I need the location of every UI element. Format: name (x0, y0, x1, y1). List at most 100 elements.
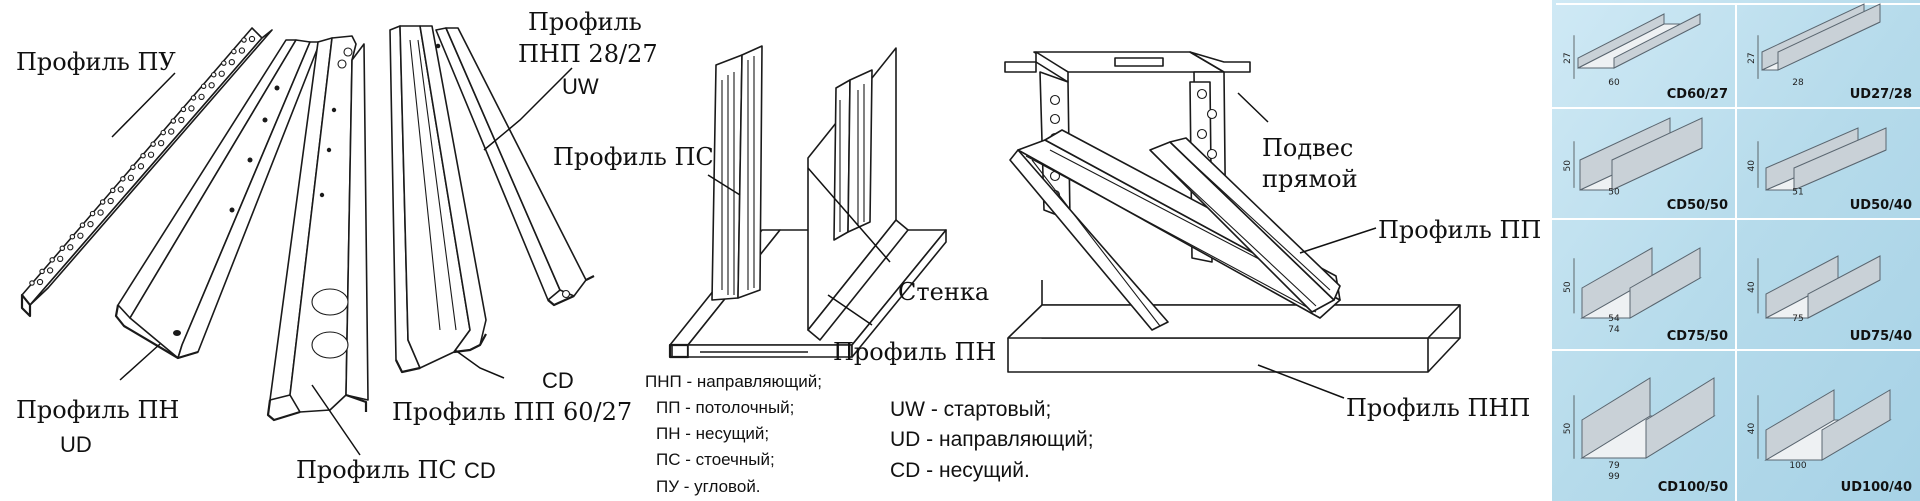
legend-en-item: CD - несущий. (890, 459, 1030, 482)
label-profile-pnp-1: Профиль (528, 8, 642, 36)
perforation-hole (231, 48, 237, 55)
corner-profile-pu (20, 27, 273, 318)
perforation-hole (180, 106, 187, 113)
profile-pnp-uw (435, 27, 595, 307)
perforation-hole (228, 58, 235, 66)
hanger-hole (1196, 128, 1208, 140)
hanger-hole (1206, 108, 1218, 120)
legend-ru-item: ПНП - направляющий; (645, 372, 822, 391)
perforation-hole (97, 209, 104, 216)
label-hanger-1: Подвес (1262, 134, 1353, 162)
catalog-width: 50 (1608, 188, 1620, 198)
legend-ru: ПНП - направляющий; ПП - потолочный; ПН … (645, 372, 822, 496)
catalog-height: 40 (1747, 160, 1757, 172)
catalog-code: CD100/50 (1658, 480, 1728, 495)
catalog-code: UD75/40 (1850, 329, 1912, 344)
perforation-hole (77, 232, 84, 239)
catalog-code: CD60/27 (1667, 87, 1728, 102)
label-profile-ps-wall: Профиль ПС (553, 143, 714, 171)
perforation-hole (168, 128, 175, 135)
catalog-width: 60 (1608, 78, 1620, 88)
perforation-hole (130, 164, 136, 171)
profile-ps-cd (266, 35, 369, 422)
perforation-hole (39, 268, 45, 275)
catalog-code: CD75/50 (1667, 329, 1728, 344)
perforation-hole (107, 197, 114, 205)
catalog-height: 50 (1563, 160, 1573, 172)
perforation-hole (69, 233, 76, 240)
label-profile-pnp-ceiling: Профиль ПНП (1346, 394, 1530, 422)
hanger-hole (1049, 113, 1061, 125)
catalog-width: 54 (1608, 314, 1620, 324)
catalog-height: 27 (1563, 52, 1573, 63)
perforation-hole (218, 70, 225, 77)
catalog-height: 40 (1747, 423, 1757, 435)
perforation-hole (140, 152, 146, 159)
label-uw: UW (562, 74, 599, 99)
label-cd-mid: CD (542, 368, 574, 393)
perforation-hole (157, 139, 165, 147)
label-profile-pp-6027: Профиль ПП 60/27 (392, 398, 632, 426)
catalog-code: UD27/28 (1850, 87, 1912, 102)
perforation-hole (36, 278, 44, 286)
catalog-width: 100 (1789, 461, 1806, 471)
perforation-hole (160, 129, 166, 136)
perforation-hole (120, 176, 126, 182)
hanger-hole (1206, 148, 1218, 160)
label-profile-pnp-2: ПНП 28/27 (518, 40, 658, 68)
perforation-hole (67, 244, 74, 251)
perforation-hole (110, 187, 116, 194)
legend-ru-item: ПС - стоечный; (656, 450, 775, 469)
catalog-height: 40 (1747, 281, 1757, 293)
label-cd-bottom: CD (464, 458, 496, 483)
catalog-width: 28 (1792, 78, 1804, 88)
profile-pn-ud (114, 39, 321, 360)
perforation-hole (99, 199, 106, 205)
legend-en-item: UW - стартовый; (890, 398, 1051, 421)
catalog-height: 50 (1563, 423, 1573, 435)
perforation-hole (79, 222, 86, 228)
catalog-width: 75 (1792, 314, 1803, 324)
catalog-width: 99 (1608, 472, 1620, 482)
legend-ru-item: ПУ - угловой. (656, 477, 761, 496)
profiles-group: Профиль ПУ Профиль ПНП 28/27 UW Профиль … (16, 8, 658, 484)
catalog-height: 27 (1747, 52, 1757, 63)
perforation-hole (29, 280, 35, 286)
catalog-width: 74 (1608, 325, 1620, 335)
perforation-hole (238, 47, 246, 54)
catalog-code: UD100/40 (1841, 480, 1912, 495)
perforation-hole (127, 174, 135, 182)
label-profile-pp-ceiling: Профиль ПП (1378, 216, 1541, 244)
catalog-height: 50 (1563, 281, 1573, 293)
perforation-hole (188, 105, 195, 112)
perforation-hole (87, 220, 94, 228)
ceiling-diagram: Подвес прямой Профиль ПП Профиль ПНП (1004, 51, 1541, 422)
perforation-hole (137, 163, 145, 170)
legend-ru-item: ПН - несущий; (656, 424, 769, 443)
label-profile-pn-wall: Профиль ПН (833, 338, 996, 366)
perforation-hole (210, 71, 217, 78)
catalog-code: CD50/50 (1667, 198, 1728, 213)
perforation-hole (170, 118, 177, 124)
label-hanger-2: прямой (1262, 165, 1358, 193)
perforation-hole (221, 60, 227, 66)
legend-en-item: UD - направляющий; (890, 428, 1094, 451)
perforation-hole (150, 141, 156, 147)
label-profile-pu: Профиль ПУ (16, 48, 176, 76)
perforation-hole (59, 245, 66, 252)
hanger-hole (1049, 94, 1061, 106)
perforation-hole (248, 35, 256, 43)
perforation-hole (117, 186, 124, 193)
profile-pp-6027-cd (389, 25, 487, 374)
label-profile-ps-bottom: Профиль ПС (296, 456, 457, 484)
perforation-hole (241, 37, 247, 43)
legend-en: UW - стартовый; UD - направляющий; CD - … (890, 398, 1094, 482)
label-wall: Стенка (898, 278, 989, 306)
profile-catalog: CD60/272760UD27/282728CD50/505050UD50/40… (1552, 0, 1920, 501)
perforation-hole (200, 83, 207, 90)
perforation-hole (89, 210, 96, 217)
catalog-code: UD50/40 (1850, 198, 1912, 213)
perforation-hole (198, 93, 205, 101)
catalog-width: 51 (1792, 188, 1803, 198)
